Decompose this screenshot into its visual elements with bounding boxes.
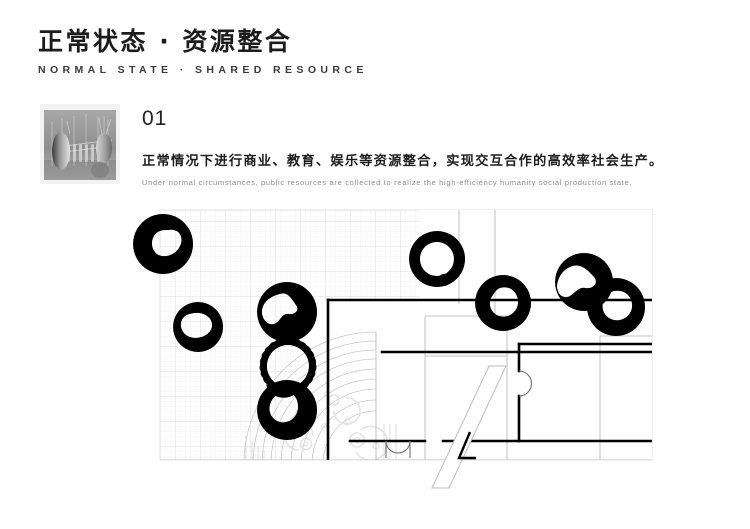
page-subtitle: NORMAL STATE · SHARED RESOURCE <box>38 64 368 77</box>
body-text-block: 正常情况下进行商业、教育、娱乐等资源整合，实现交互合作的高效率社会生产。 Und… <box>142 152 722 188</box>
page-title: 正常状态 · 资源整合 <box>38 27 293 56</box>
resource-node-6-dot <box>438 274 450 286</box>
resource-node-7 <box>475 275 532 331</box>
diagonal-ramp <box>431 365 507 489</box>
resource-node-3 <box>257 282 318 342</box>
body-text-en: Under normal circumstances, public resou… <box>142 177 633 187</box>
resource-node-9 <box>587 278 646 336</box>
section-number: 01 <box>142 107 168 130</box>
resource-node-6 <box>409 231 466 287</box>
door-swing-arcs <box>385 370 533 458</box>
page-header: 正常状态 · 资源整合 NORMAL STATE · SHARED RESOUR… <box>38 26 638 76</box>
resource-node-group <box>133 214 646 440</box>
section-thumbnail <box>40 104 120 184</box>
diagram-figure <box>0 196 750 496</box>
floor-plan-diagram <box>133 209 653 489</box>
resource-node-2 <box>173 302 224 352</box>
section-number-block: 01 <box>142 108 167 129</box>
render-thumbnail-image <box>40 104 120 184</box>
resource-node-5 <box>257 380 318 440</box>
resource-node-1 <box>133 214 194 274</box>
body-text-cn: 正常情况下进行商业、教育、娱乐等资源整合，实现交互合作的高效率社会生产。 <box>142 154 664 169</box>
